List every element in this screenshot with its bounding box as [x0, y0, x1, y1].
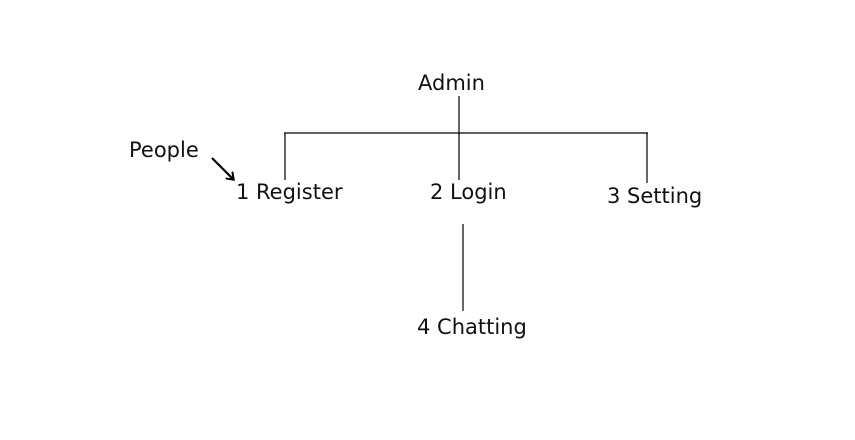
- arrow-people-to-register: [211, 157, 233, 179]
- node-chatting: 4 Chatting: [417, 315, 527, 339]
- actor-people: People: [129, 138, 199, 162]
- node-register: 1 Register: [236, 180, 343, 204]
- node-setting: 3 Setting: [607, 184, 703, 208]
- node-login: 2 Login: [430, 180, 507, 204]
- node-admin: Admin: [418, 71, 485, 95]
